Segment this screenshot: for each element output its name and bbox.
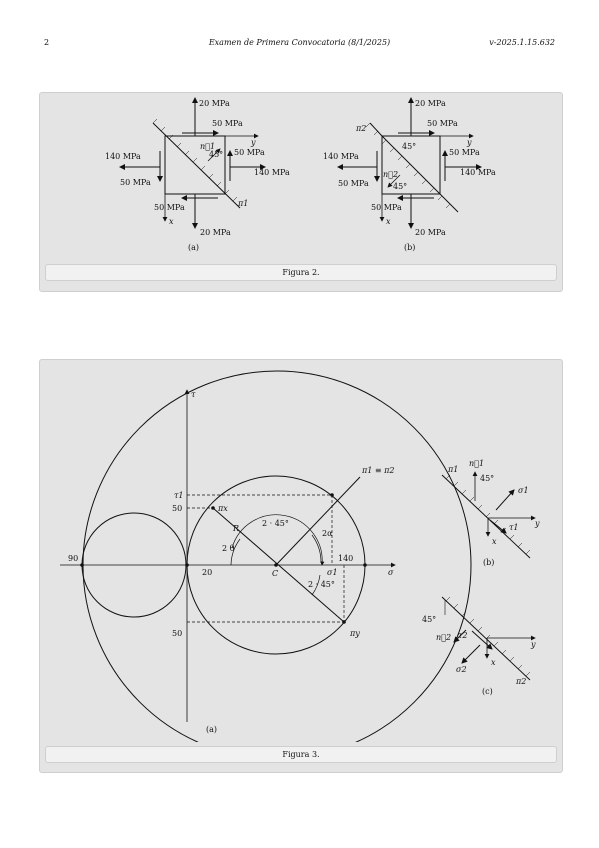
fig2a-stress-50-right: 50 MPa: [234, 148, 265, 157]
label-2x45-bottom: 2 · 45°: [308, 580, 335, 589]
figure-2-drawing: 20 MPa 50 MPa y n⃗1 50 MPa 45° 140 MPa 1…: [105, 97, 496, 252]
fig2a-axis-x: x: [169, 217, 174, 226]
mohr-point-140: [363, 563, 367, 567]
fig3c-axis-x: x: [491, 658, 496, 667]
fig2a-stress-140-left: 140 MPa: [105, 152, 141, 161]
fig2b-stress-50-left: 50 MPa: [338, 179, 369, 188]
fig3c-axis-y: y: [530, 640, 536, 649]
fig3b-sigma1: σ1: [518, 486, 529, 495]
label-sigma1: σ1: [327, 568, 338, 577]
fig3b-angle: 45°: [480, 474, 494, 483]
fig3b-axis-y: y: [534, 519, 540, 528]
figure-2b: 20 MPa π2 50 MPa y 45° 50 MPa 140 MPa n⃗…: [323, 97, 496, 252]
fig3b-axis-x: x: [492, 537, 497, 546]
tick-140: 140: [338, 554, 353, 563]
fig2b-sublabel: (b): [404, 243, 415, 252]
fig2a-stress-50-bottom: 50 MPa: [154, 203, 185, 212]
tick-50-top: 50: [172, 504, 182, 513]
fig2a-angle: 45°: [209, 150, 223, 159]
fig2b-stress-50-top: 50 MPa: [427, 119, 458, 128]
figure-3c: 45° n⃗2 τ2 y x σ2 π2 (c): [422, 596, 536, 696]
figure-3-drawing: τ σ 90 20 140 50 50 τ1 πx πy R C 2 θ 2α …: [60, 370, 540, 742]
page-header-title: Examen de Primera Convocatoria (8/1/2025…: [208, 38, 391, 47]
fig3c-tau2: τ2: [458, 631, 468, 640]
figure-2a: 20 MPa 50 MPa y n⃗1 50 MPa 45° 140 MPa 1…: [105, 97, 290, 252]
figure-3-caption: Figura 3.: [45, 746, 557, 763]
fig2b-normal: n⃗2: [383, 170, 398, 179]
mohr-point-90: [80, 563, 84, 567]
fig3c-pi2: π2: [515, 677, 526, 686]
fig2b-angle-bottom: 45°: [393, 182, 407, 191]
fig2b-axis-x: x: [386, 217, 391, 226]
label-2alpha: 2α: [322, 529, 333, 538]
label-R: R: [232, 524, 239, 533]
fig3a-sublabel: (a): [206, 725, 217, 734]
tick-20: 20: [202, 568, 212, 577]
fig3b-tau1: τ1: [509, 523, 519, 532]
fig3b-sublabel: (b): [483, 558, 494, 567]
fig2a-stress-50-top: 50 MPa: [212, 119, 243, 128]
fig2b-stress-140-right: 140 MPa: [460, 168, 496, 177]
label-C: C: [272, 569, 278, 578]
fig2b-stress-50-bottom: 50 MPa: [371, 203, 402, 212]
axis-tau-label: τ: [191, 390, 196, 399]
label-2x45-top: 2 · 45°: [262, 519, 289, 528]
mohr-point-20: [185, 563, 189, 567]
fig2a-sublabel: (a): [188, 243, 199, 252]
axis-sigma-label: σ: [388, 568, 394, 577]
figure-3b: π1 n⃗1 45° σ1 τ1 y x (b): [441, 459, 540, 567]
figure-2-panel: 20 MPa 50 MPa y n⃗1 50 MPa 45° 140 MPa 1…: [39, 92, 563, 292]
mohr-diagram: τ σ 90 20 140 50 50 τ1 πx πy R C 2 θ 2α …: [60, 370, 472, 742]
figure-2-caption: Figura 2.: [45, 264, 557, 281]
fig2b-angle-top: 45°: [402, 142, 416, 151]
mohr-point-C: [274, 563, 278, 567]
fig3c-sigma2: σ2: [456, 665, 467, 674]
fig3c-n2: n⃗2: [436, 633, 451, 642]
fig2a-axis-y: y: [250, 138, 256, 147]
fig3b-pi1: π1: [447, 465, 458, 474]
label-tau1: τ1: [174, 491, 184, 500]
fig2b-stress-140-left: 140 MPa: [323, 152, 359, 161]
label-piy: πy: [349, 629, 360, 638]
mohr-point-pi1: [330, 493, 334, 497]
label-pix: πx: [217, 504, 228, 513]
fig3c-sublabel: (c): [482, 687, 493, 696]
mohr-point-piy: [342, 620, 346, 624]
page-number: 2: [44, 38, 50, 47]
fig2a-stress-140-right: 140 MPa: [254, 168, 290, 177]
fig2b-axis-y: y: [466, 138, 472, 147]
fig2a-stress-20-top: 20 MPa: [199, 99, 230, 108]
fig2a-normal: n⃗1: [200, 142, 215, 151]
version-label: v-2025.1.15.632: [489, 38, 555, 47]
fig2b-stress-20-bottom: 20 MPa: [415, 228, 446, 237]
fig2b-stress-20-top: 20 MPa: [415, 99, 446, 108]
fig2b-plane: π2: [355, 124, 366, 133]
fig2a-plane: π1: [237, 199, 248, 208]
mohr-point-pix: [211, 506, 215, 510]
fig3c-angle: 45°: [422, 615, 436, 624]
label-pi1-pi2: π1 ≡ π2: [361, 466, 394, 475]
label-2theta: 2 θ: [222, 544, 235, 553]
tick-90: 90: [68, 554, 78, 563]
fig2a-stress-20-bottom: 20 MPa: [200, 228, 231, 237]
tick-50-bottom: 50: [172, 629, 182, 638]
fig3b-n1: n⃗1: [469, 459, 484, 468]
fig2b-stress-50-right: 50 MPa: [449, 148, 480, 157]
figure-3-panel: τ σ 90 20 140 50 50 τ1 πx πy R C 2 θ 2α …: [39, 359, 563, 773]
fig2a-stress-50-left: 50 MPa: [120, 178, 151, 187]
